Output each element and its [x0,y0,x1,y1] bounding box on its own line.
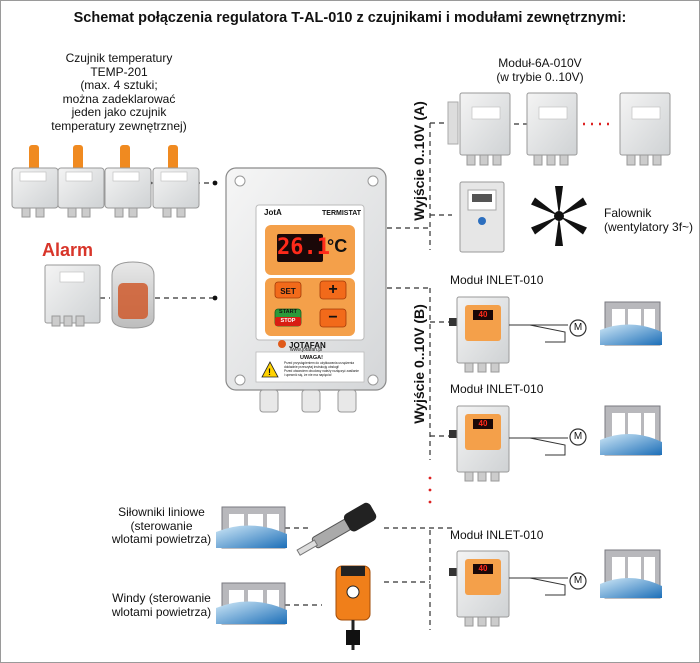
motor-icons [569,319,587,590]
warning-title: UWAGA! [300,355,323,361]
module-6a-1 [447,92,511,166]
inlet-display-2: 40 [478,419,488,428]
sensor-1 [11,145,59,218]
inlet-module-3 [449,550,510,627]
alarm-module [44,264,101,327]
air-inlet-winches [216,582,287,625]
controller-brand-small: JotA [264,208,282,217]
module-6a-2 [526,92,578,166]
winches-label: Windy (sterowanie wlotami powietrza) [111,591,212,619]
inlet-display-3: 40 [478,564,488,573]
controller-unit: °C [327,236,348,256]
actuators-label: Siłowniki liniowe (sterowanie wlotami po… [111,505,212,546]
continuation-dots [428,476,432,504]
inlet-label-3: Moduł INLET-010 [450,528,544,542]
plus-button[interactable]: + [328,281,338,298]
controller-model: TERMISTAT [322,210,362,217]
inlet-module-1 [449,296,510,373]
diagram-title: Schemat połączenia regulatora T-AL-010 z… [73,10,627,26]
controller-url: www.jotafan.pl [290,347,323,353]
warning-text: Przed przystąpieniem do użytkowania urzą… [284,361,359,377]
fan [531,186,587,246]
motor-links [509,324,568,596]
controller-enclosure: ! [225,167,387,413]
air-inlet-actuators [216,506,287,549]
start-button[interactable]: START [279,309,297,315]
air-inlet-2 [600,405,662,456]
svg-text:!: ! [268,367,271,377]
inlet-module-2 [449,405,510,482]
output-b-label: Wyjście 0..10V (B) [411,304,427,424]
linear-actuator [296,502,377,556]
alarm-label: Alarm [42,240,94,260]
module-6a-label: Moduł-6A-010V (w trybie 0..10V) [496,56,584,84]
winch-motor [335,565,371,650]
sensor-2 [57,145,105,218]
inlet-label-1: Moduł INLET-010 [450,273,544,287]
motor-symbol-3: M [573,575,583,586]
output-a-label: Wyjście 0..10V (A) [411,101,427,221]
stop-button[interactable]: STOP [280,318,296,324]
air-inlet-1 [600,301,662,346]
inlet-display-1: 40 [478,310,488,319]
sensor-3 [104,145,152,218]
controller-brand: JOTAFAN [289,341,326,350]
inlet-label-2: Moduł INLET-010 [450,382,544,396]
minus-button[interactable]: − [328,309,338,326]
alarm-siren [111,261,155,329]
motor-symbol-1: M [573,322,583,333]
sensor-label: Czujnik temperatury TEMP-201 (max. 4 szt… [51,51,187,133]
air-inlet-3 [600,549,662,599]
controller-display: 26.1 [277,235,330,260]
set-button[interactable]: SET [280,287,296,296]
inverter-label: Falownik (wentylatory 3f~) [604,206,694,234]
sensor-4 [152,145,200,218]
module-6a-3 [619,92,671,166]
motor-symbol-2: M [573,431,583,442]
inverter [459,181,505,253]
